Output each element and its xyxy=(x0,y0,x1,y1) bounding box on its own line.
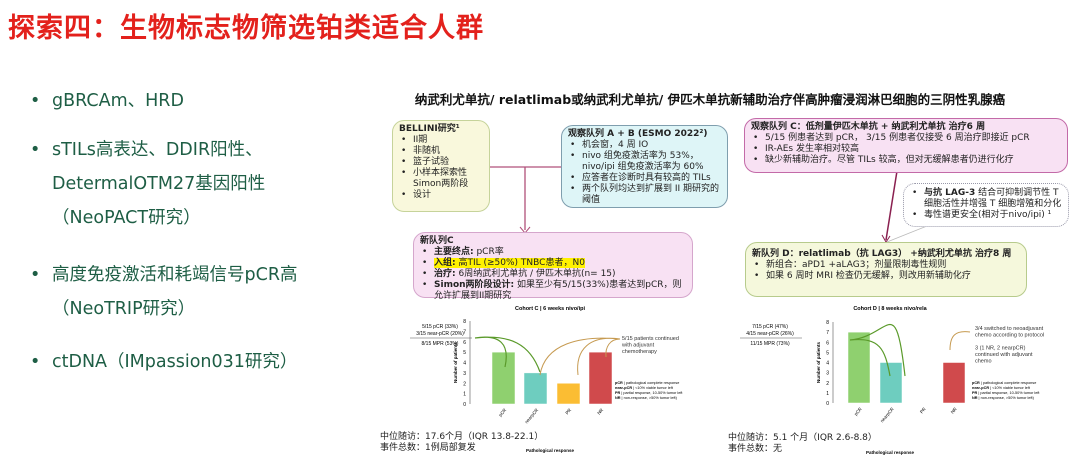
bullet-item: •高度免疫激活和耗竭信号pCR高（NeoTRIP研究） xyxy=(30,265,298,319)
y-tick-label: 0 xyxy=(826,401,829,407)
arrow-left xyxy=(849,324,906,377)
y-tick-label: 4 xyxy=(826,361,829,367)
y-tick-label: 3 xyxy=(826,371,829,377)
annotation-right: chemotherapy xyxy=(622,349,657,355)
chart-cohort-c: Cohort C | 6 weeks nivo/ipi 0 1 2 3 4 5 6 7 8Numb… xyxy=(410,306,683,453)
connector-line xyxy=(885,170,898,241)
legend-entry: near-pCR | <10% viable tumor left xyxy=(972,386,1031,390)
bar-NR xyxy=(588,351,613,405)
arrow-right xyxy=(949,331,971,351)
bullet-item: •sTILs高表达、DDIR阳性、DetermalOTM27基因阳性（NeoPA… xyxy=(30,140,266,228)
x-axis-label: Pathological response xyxy=(866,450,915,455)
y-tick-label: 1 xyxy=(463,392,466,398)
obs-cohort-c-box: 观察队列 C：低剂量伊匹木单抗 + 纳武利尤单抗 治疗6 周 5/15 例患者达… xyxy=(744,118,1068,173)
x-tick-label: NR xyxy=(950,406,958,415)
x-tick-label: pCR xyxy=(853,406,863,417)
new-cohort-c-box: 新队列C 主要终点: pCR率 入组: 高TIL (≥50%) TNBC患者，N… xyxy=(413,232,693,301)
slide-title: 探索四：生物标志物筛选铂类适合人群 xyxy=(8,13,484,44)
footer-cohort-c: 中位随访：17.6个月（IQR 13.8-22.1）事件总数：1例局部复发 xyxy=(380,432,544,453)
arrow-right xyxy=(539,337,621,376)
y-tick-label: 7 xyxy=(463,329,466,335)
bar-nearpCR xyxy=(879,362,903,404)
lag3-box: 与抗 LAG-3 结合可抑制调节性 T 细胞活性并增强 T 细胞增殖和分化 毒性… xyxy=(903,183,1069,227)
bullet-item: •ctDNA（IMpassion031研究） xyxy=(30,352,298,372)
annotation-left: 11/15 MPR (73%) xyxy=(750,341,790,347)
cohort-ab-box: 观察队列 A + B (ESMO 2022²) 机会窗，4 周 IOnivo 组… xyxy=(561,125,728,208)
annotation-right: with adjuvant xyxy=(621,343,655,349)
connector-line xyxy=(490,166,561,230)
x-axis-label: Pathological response xyxy=(526,448,575,453)
chart-title: Cohort D | 8 weeks nivo/rela xyxy=(853,306,927,312)
legend-entry: near-pCR | <10% viable tumor left xyxy=(615,386,674,390)
annotation-left: 5/15 pCR (33%) xyxy=(422,324,458,330)
y-tick-label: 2 xyxy=(463,381,466,387)
x-tick-label: PR xyxy=(919,406,927,415)
bullet-item: •gBRCAm、HRD xyxy=(30,91,184,111)
diagram-title: 纳武利尤单抗/ relatlimab或纳武利尤单抗/ 伊匹木单抗新辅助治疗伴高肿… xyxy=(414,92,1006,107)
y-tick-label: 3 xyxy=(463,371,466,377)
chart-title: Cohort C | 6 weeks nivo/ipi xyxy=(515,306,585,312)
y-tick-label: 0 xyxy=(463,402,466,408)
annotation-right: continued with adjuvant xyxy=(975,352,1033,358)
legend-entry: pCR | pathological complete response xyxy=(615,381,679,385)
legend-entry: pCR | pathological complete response xyxy=(972,381,1036,385)
x-tick-label: NR xyxy=(596,407,604,416)
y-tick-label: 1 xyxy=(826,391,829,397)
y-tick-label: 6 xyxy=(463,340,466,346)
annotation-left: 8/15 MPR (53%) xyxy=(422,341,459,347)
annotation-right: 3 (1 NR, 2 nearpCR) xyxy=(975,346,1026,352)
annotation-right: chemo according to protocol xyxy=(975,333,1044,339)
x-tick-label: nearpCR xyxy=(879,406,895,424)
annotation-right: 5/15 patients continued xyxy=(622,336,679,342)
arrow-left xyxy=(474,336,541,373)
y-tick-label: 7 xyxy=(826,330,829,336)
annotation-right: 3/4 switched to neoadjuvant xyxy=(975,326,1044,332)
legend-entry: NR | non-response, >50% tumor left) xyxy=(615,396,678,400)
bellini-box: BELLINI研究¹ II期非随机篮子试验小样本探索性 Simon两阶段设计 xyxy=(392,120,490,212)
y-axis-label: Number of patients xyxy=(453,342,458,384)
bar-nearpCR xyxy=(523,372,548,405)
y-tick-label: 2 xyxy=(826,381,829,387)
y-tick-label: 8 xyxy=(463,319,466,325)
y-tick-label: 5 xyxy=(463,350,466,356)
legend-entry: PR | partial response, 10-50% tumor left xyxy=(972,391,1040,395)
y-tick-label: 4 xyxy=(463,361,466,367)
annotation-right: chemo xyxy=(975,359,992,365)
footer-cohort-d: 中位随访：5.1 个月（IQR 2.6-8.8）事件总数：无 xyxy=(728,433,877,454)
annotation-left: 4/15 near-pCR (26%) xyxy=(746,331,794,337)
bar-pCR xyxy=(491,351,516,405)
x-tick-label: nearpCR xyxy=(524,407,540,425)
y-axis-label: Number of patients xyxy=(816,342,821,384)
new-cohort-d-box: 新队列 D：relatlimab（抗 LAG3） +纳武利尤单抗 治疗8 周 新… xyxy=(745,242,1027,297)
annotation-left: 7/15 pCR (47%) xyxy=(752,324,788,330)
y-tick-label: 6 xyxy=(826,340,829,346)
x-tick-label: pCR xyxy=(498,407,508,418)
x-tick-label: PR xyxy=(564,407,572,416)
bar-NR xyxy=(942,362,966,404)
legend-entry: NR | non-response, >50% tumor left) xyxy=(972,396,1035,400)
bar-pCR xyxy=(847,331,871,404)
bar-PR xyxy=(556,383,581,405)
chart-cohort-d: Cohort D | 8 weeks nivo/rela 0 1 2 3 4 5 6 7 8Num… xyxy=(740,306,1044,455)
y-tick-label: 8 xyxy=(826,320,829,326)
y-tick-label: 5 xyxy=(826,350,829,356)
annotation-left: 3/15 near-pCR (20%) xyxy=(416,331,464,337)
legend-entry: PR | partial response, 10-50% tumor left xyxy=(615,391,683,395)
